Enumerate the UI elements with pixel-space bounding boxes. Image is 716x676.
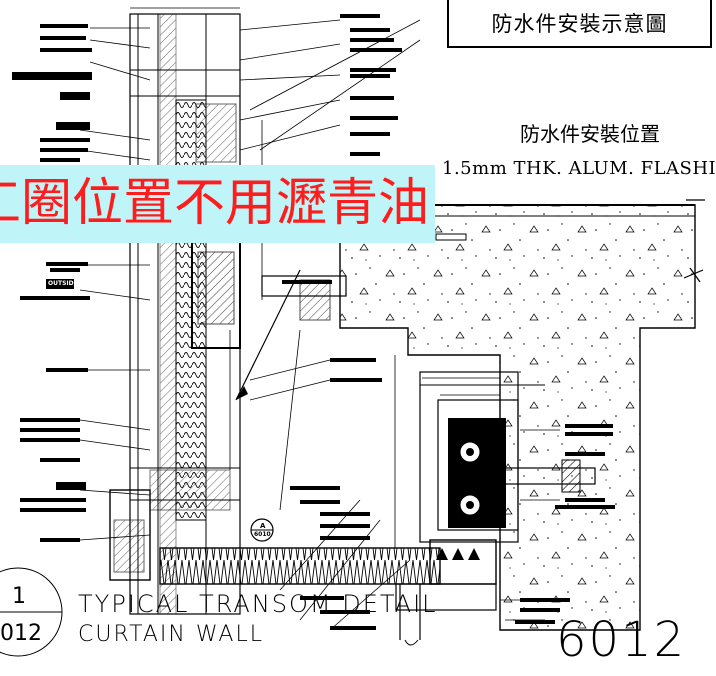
detail-title: TYPICAL TRANSOM DETAIL [78, 590, 438, 618]
flashing-label: 1.5mm THK. ALUM. FLASHING [442, 158, 716, 179]
section-tag-bottom: 6010 [254, 531, 271, 538]
dimension-lines [130, 7, 500, 548]
section-tag-top: A [260, 522, 266, 530]
callout-sheet: 012 [0, 621, 42, 646]
leader-lines [60, 19, 560, 631]
transom-section [159, 539, 497, 646]
mullion-section [109, 13, 241, 615]
red-annotation-text: 工圈位置不用瀝青油 [0, 174, 430, 233]
drawing-title: 防水件安裝示意圖 [491, 12, 668, 36]
outside-tag: OUTSIDE [48, 280, 78, 287]
position-label: 防水件安裝位置 [520, 122, 660, 146]
detail-subtitle: CURTAIN WALL [78, 622, 264, 647]
note-text-blocks [12, 14, 615, 630]
red-annotation: 工圈位置不用瀝青油 [0, 165, 436, 243]
anchor-bracket [419, 371, 596, 543]
callout-number: 1 [12, 584, 26, 609]
sheet-number: 6012 [556, 612, 687, 668]
title-box: 防水件安裝示意圖 [447, 0, 712, 48]
